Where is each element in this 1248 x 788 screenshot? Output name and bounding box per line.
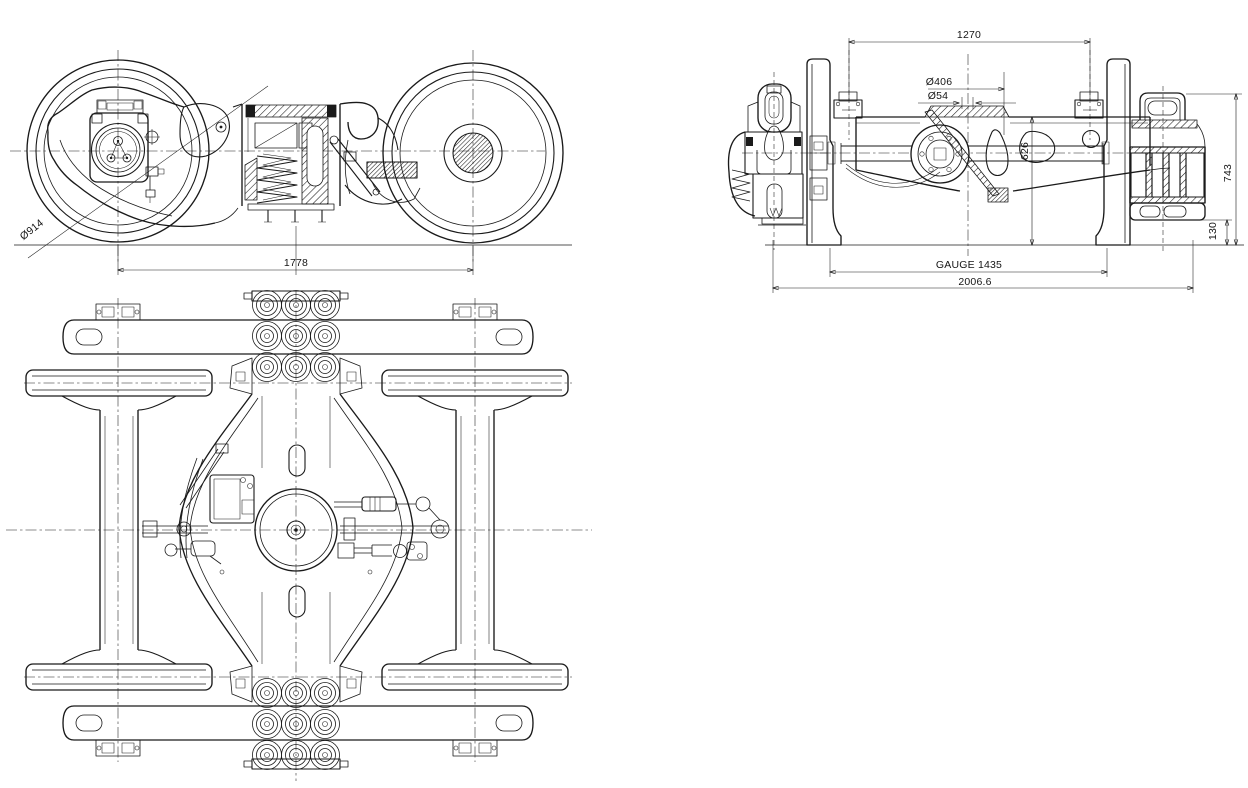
dim-axle-center-height: 626: [1018, 141, 1031, 161]
dim-track-gauge: GAUGE 1435: [935, 258, 1003, 271]
left-wheel-profile: [806, 58, 842, 246]
center-plate: [254, 488, 338, 572]
top-side-frame: [62, 303, 534, 355]
center-disc-unit: [845, 109, 1009, 203]
axle-box: [89, 99, 165, 203]
dim-hub-diameter: Ø54: [927, 89, 949, 102]
bolster-slot-top: [288, 444, 306, 477]
dimension-wheelbase: [118, 226, 473, 275]
small-hole: [1081, 129, 1101, 149]
bolster-slot-bottom: [288, 585, 306, 618]
axle-hub: [443, 123, 503, 183]
brake-rigging-plan: [142, 443, 450, 565]
pear-hole: [985, 129, 1009, 177]
top-spring-cluster: [243, 290, 349, 382]
right-wheel-profile: [1095, 58, 1131, 246]
dim-shoe-height: 130: [1206, 221, 1219, 241]
frame-end-view: [855, 105, 1171, 192]
bottom-side-frame: [62, 705, 534, 757]
front-view: [727, 38, 1244, 293]
spring-nest: [241, 104, 341, 223]
brake-rigging: [329, 135, 421, 205]
dim-spring-plank-span: 1270: [956, 28, 982, 41]
right-wheelset: [381, 369, 569, 691]
dim-wheelbase: 1778: [283, 256, 309, 269]
dim-overall-axle-width: 2006.6: [958, 275, 992, 288]
right-wheel: [382, 62, 564, 244]
bottom-spring-cluster: [243, 678, 349, 770]
right-spring-pack: [1129, 92, 1206, 221]
release-spring: [731, 169, 751, 202]
bleed-fitting: [145, 166, 165, 203]
left-brake-cylinder-unit: [727, 83, 828, 226]
axle: [840, 143, 1104, 164]
side-frame: [47, 86, 399, 228]
journal-adapters: [833, 91, 1104, 119]
frame-bolt: [215, 121, 227, 133]
top-hatched-hump: [924, 105, 1010, 118]
dim-spring-assembly-height: 743: [1221, 163, 1234, 183]
frame-window: [179, 103, 230, 158]
plan-view: [6, 290, 592, 781]
side-view: [10, 50, 572, 275]
curved-rod: [845, 163, 941, 188]
brake-shoe: [366, 161, 418, 179]
bolster: [178, 357, 414, 703]
left-wheel: [26, 59, 210, 243]
front-dimensions: [773, 38, 1242, 293]
friction-wedge: [244, 157, 258, 201]
left-wheelset: [25, 369, 213, 691]
dim-disc-diameter: Ø406: [925, 75, 953, 88]
axle-end-hatched: [452, 132, 494, 174]
